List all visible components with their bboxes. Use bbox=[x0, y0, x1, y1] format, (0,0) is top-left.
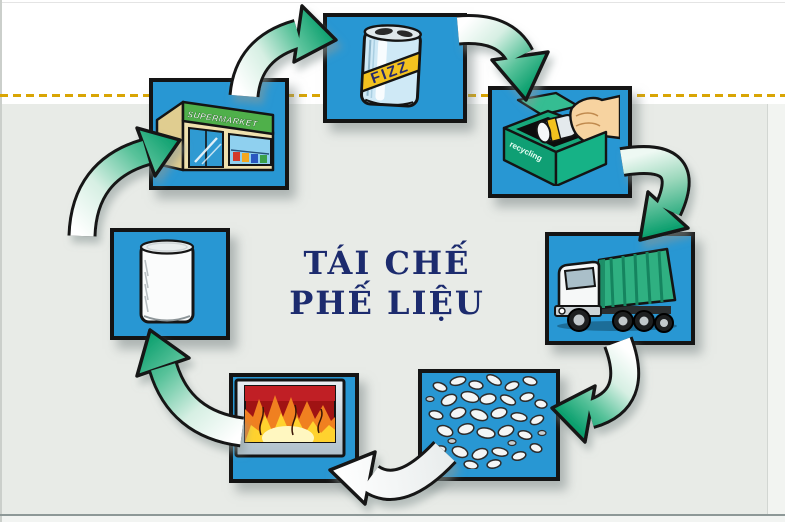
diagram-title-line2: PHẾ LIỆU bbox=[289, 284, 485, 322]
recycling-bin-icon: recycling bbox=[502, 91, 620, 186]
diagram-title: TÁI CHẾ PHẾ LIỆU bbox=[272, 243, 502, 323]
diagram-title-line1: TÁI CHẾ bbox=[303, 244, 471, 282]
step-shredded-metal bbox=[418, 369, 560, 481]
top-border-line bbox=[0, 2, 785, 3]
supermarket-icon: SUPERMARKET bbox=[155, 100, 275, 172]
bottom-border-line bbox=[0, 514, 785, 516]
bottom-margin-strip bbox=[0, 516, 785, 522]
step-blank-can bbox=[110, 228, 230, 340]
garbage-truck-icon bbox=[554, 247, 677, 333]
step-supermarket: SUPERMARKET bbox=[149, 78, 289, 190]
furnace-icon bbox=[234, 378, 346, 458]
step-drink-can: FIZZ bbox=[323, 13, 467, 123]
step-garbage-truck bbox=[545, 232, 695, 345]
step-recycling-bin: recycling bbox=[488, 86, 632, 198]
right-margin-strip bbox=[767, 104, 785, 514]
blank-can-icon bbox=[139, 239, 195, 324]
shredded-metal-icon bbox=[425, 373, 548, 469]
fizzy-can-icon: FIZZ bbox=[360, 24, 422, 108]
step-furnace bbox=[229, 373, 359, 483]
left-border-line bbox=[0, 0, 2, 522]
